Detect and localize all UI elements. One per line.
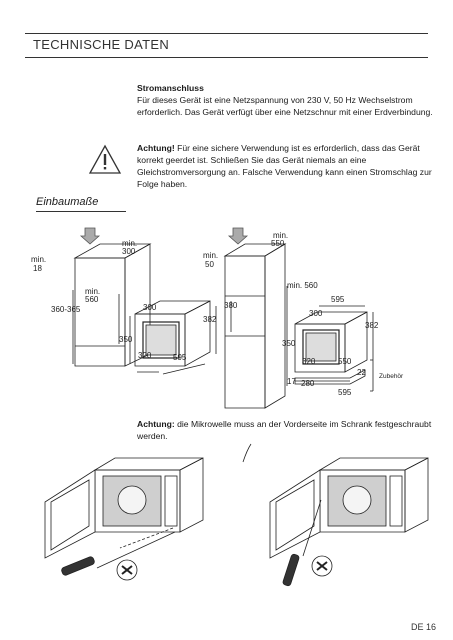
dim-right-width-top: 595: [331, 295, 345, 304]
section-heading: Einbaumaße: [36, 196, 99, 208]
power-paragraph: Stromanschluss Für dieses Gerät ist eine…: [137, 82, 437, 118]
power-heading: Stromanschluss: [137, 83, 204, 93]
accessory-label: Zubehör: [379, 373, 404, 380]
dim-left-open-height: 350: [119, 335, 133, 344]
dim-height-range: 360-365: [51, 305, 81, 314]
page-number: DE 16: [410, 622, 436, 632]
header-rule-top: [25, 33, 428, 34]
mounting-note-label: Achtung:: [137, 419, 175, 429]
mounting-note-text: die Mikrowelle muss an der Vorderseite i…: [137, 419, 432, 441]
dim-min50-label: min.: [203, 251, 218, 260]
dim-min560-value: 560: [85, 295, 99, 304]
dim-right-min560: min. 560: [287, 281, 318, 290]
dim-left-width: 595: [173, 353, 187, 362]
dim-accessory-17: 17: [287, 377, 296, 386]
dim-accessory-height: 22: [357, 368, 366, 377]
warning-paragraph: Achtung! Für eine sichere Verwendung ist…: [137, 142, 437, 190]
header-rule-bottom: [25, 57, 428, 58]
section-heading-rule: [36, 211, 126, 212]
dim-accessory-depth: 280: [301, 379, 315, 388]
dim-min18-label: min.: [31, 255, 46, 264]
dim-min550-value: 550: [271, 239, 285, 248]
dim-right-open-height: 350: [282, 339, 296, 348]
dim-accessory-width: 550: [338, 357, 352, 366]
dim-min560-label: min.: [85, 287, 100, 296]
dim-min300-label: min.: [122, 239, 137, 248]
dim-min550-label: min.: [273, 231, 288, 240]
dim-right-height: 382: [365, 321, 379, 330]
dim-left-height: 382: [203, 315, 217, 324]
warning-label: Achtung!: [137, 143, 175, 153]
dim-cabinet-height: 380: [224, 301, 238, 310]
installation-dimensions-diagram: min. 18 min. 300 min. 560 360-365 300 38…: [31, 227, 404, 409]
power-text: Für dieses Gerät ist eine Netzspannung v…: [137, 95, 433, 117]
dim-right-width-front: 320: [302, 357, 316, 366]
dim-left-width-front: 320: [138, 351, 152, 360]
dim-min50-value: 50: [205, 260, 214, 269]
dim-accessory-width2: 595: [338, 388, 352, 397]
mounting-screws-diagram: [44, 443, 429, 587]
dim-min300-value: 300: [122, 247, 136, 256]
dim-left-depth: 300: [143, 303, 157, 312]
warning-triangle-icon: [88, 144, 122, 174]
mounting-note: Achtung: die Mikrowelle muss an der Vord…: [137, 418, 437, 442]
dim-right-depth: 300: [309, 309, 323, 318]
dim-min18-value: 18: [33, 264, 42, 273]
page-title: TECHNISCHE DATEN: [33, 37, 170, 52]
warning-text: Für eine sichere Verwendung ist es erfor…: [137, 143, 432, 189]
